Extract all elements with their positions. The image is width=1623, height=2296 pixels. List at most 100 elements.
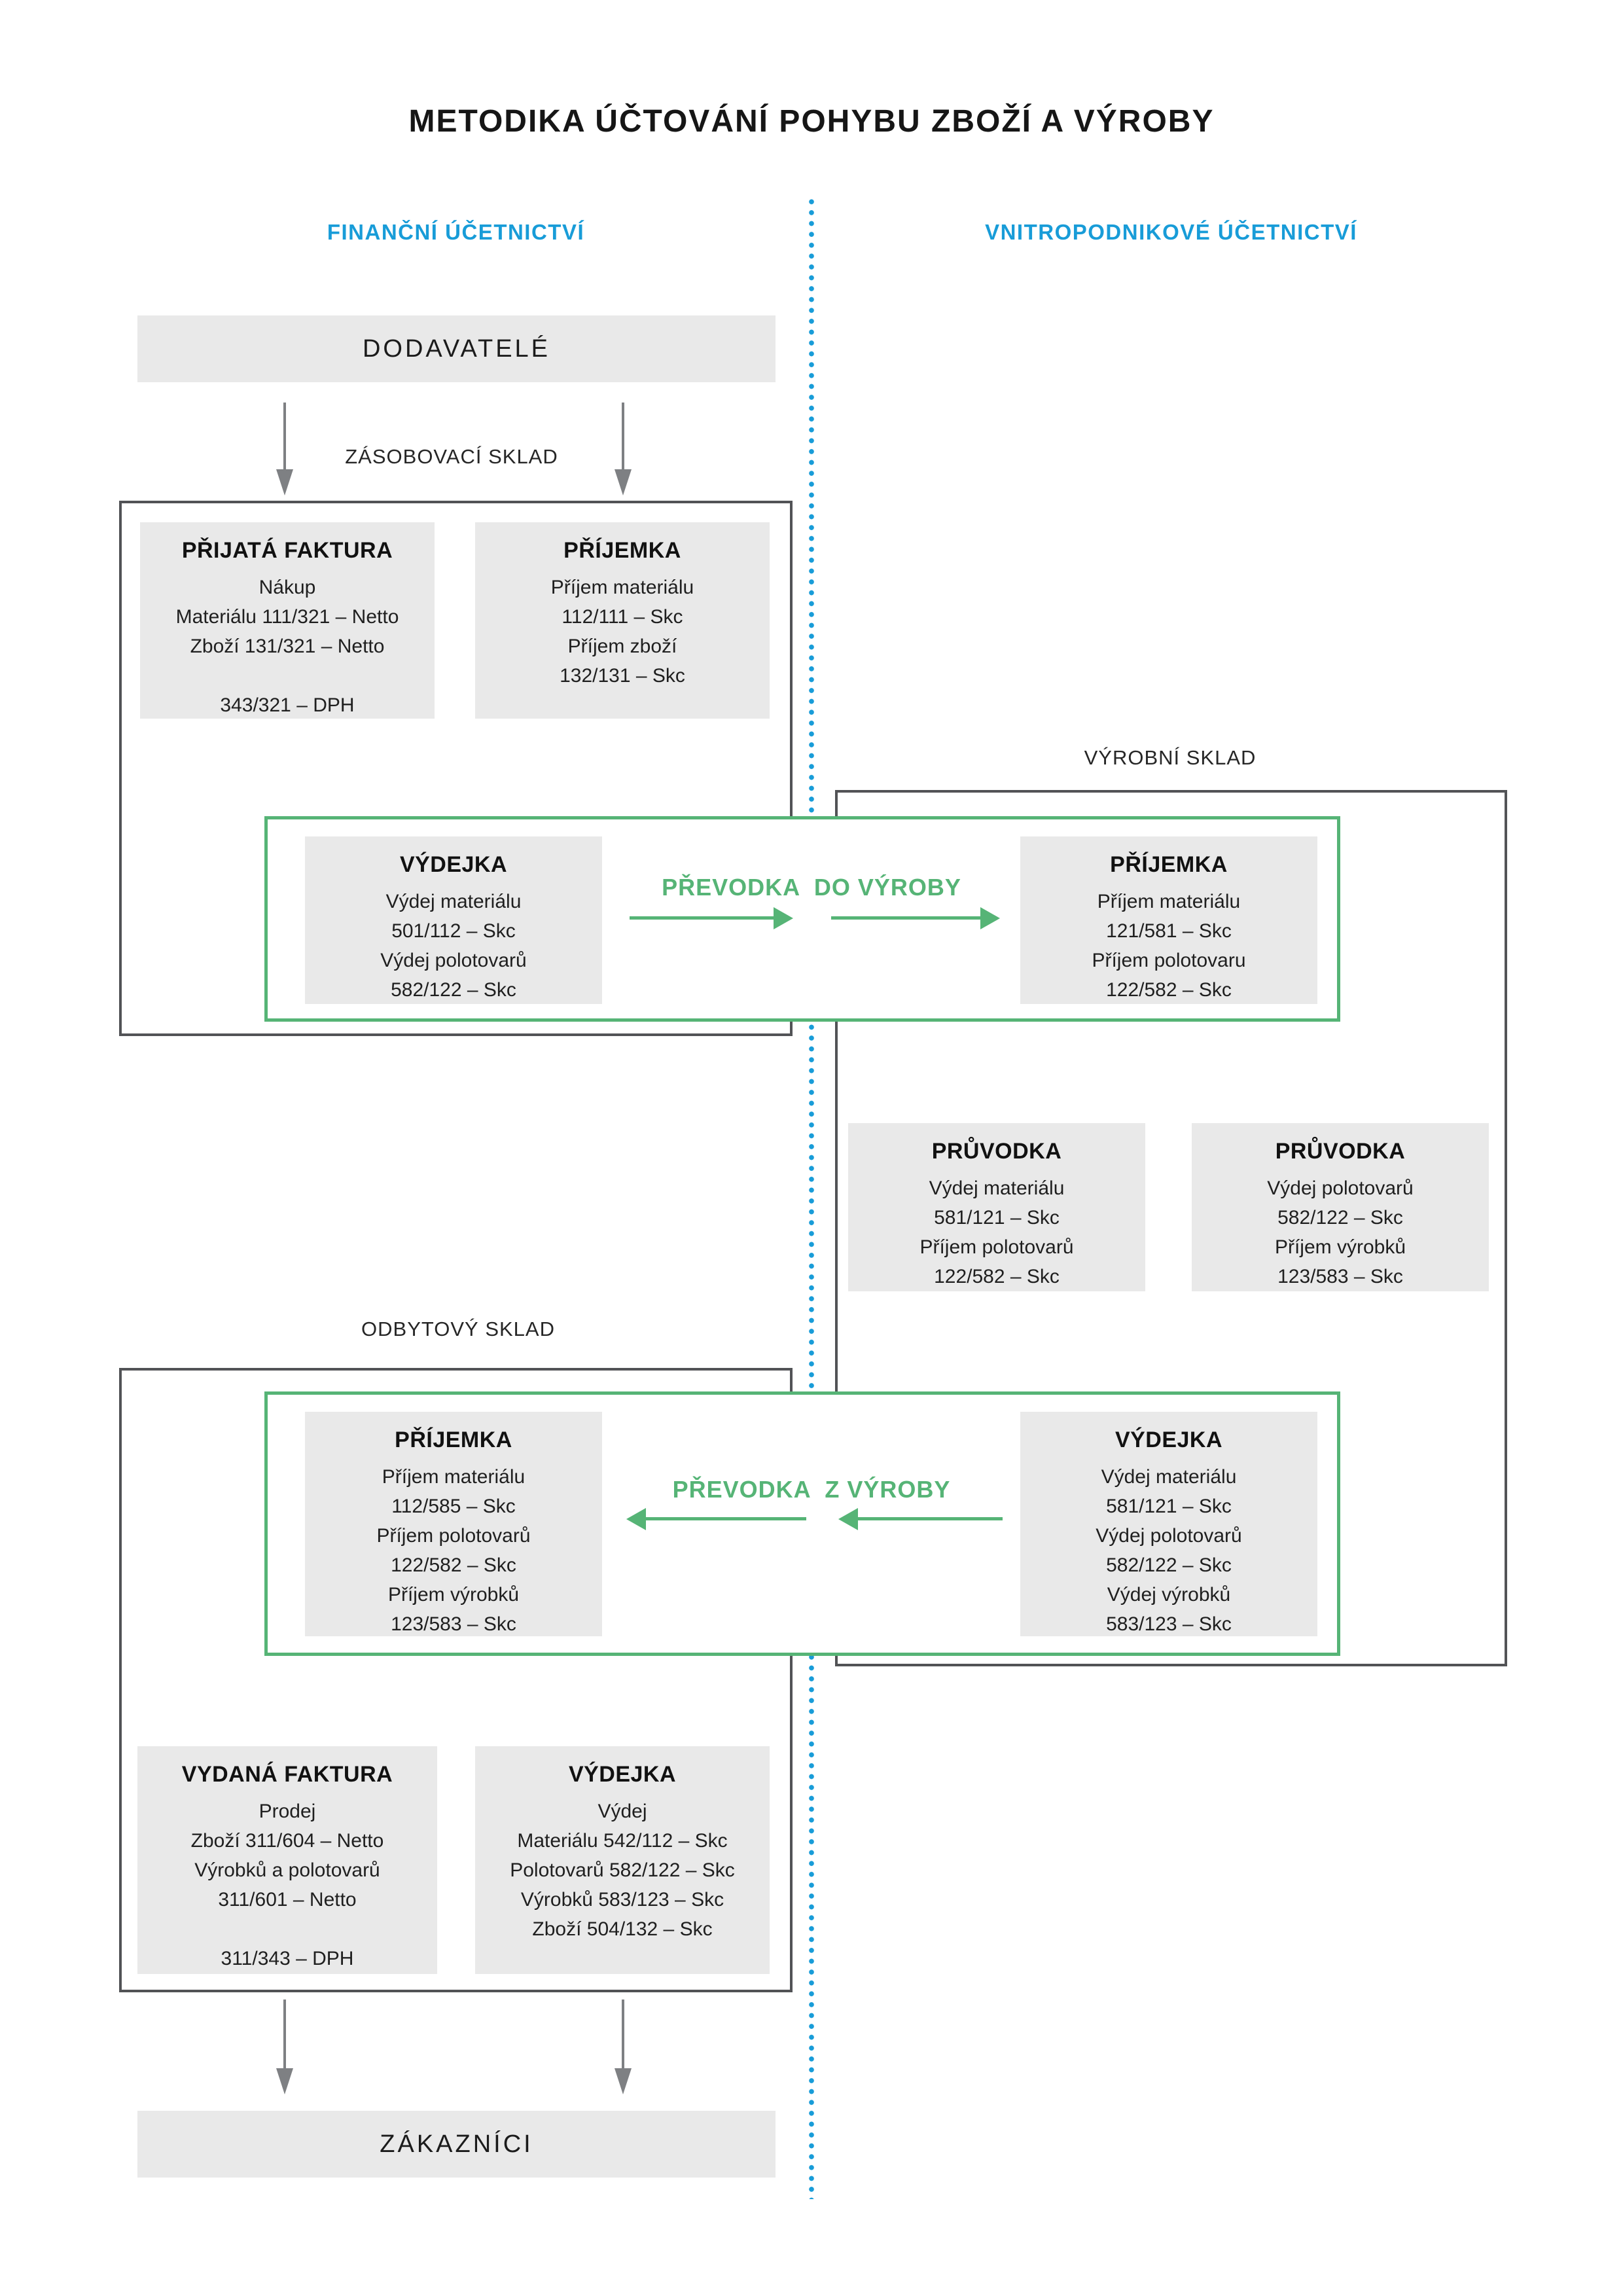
supply-warehouse-label: ZÁSOBOVACÍ SKLAD: [345, 445, 558, 468]
panel-line: Příjem polotovarů: [919, 1236, 1074, 1258]
supply-warehouse-box: [119, 501, 793, 1036]
panel-line: 132/131 – Skc: [560, 665, 685, 687]
panel-title: VYDANÁ FAKTURA: [181, 1762, 393, 1787]
panel-line: 122/582 – Skc: [1106, 979, 1232, 1001]
panel-line: Zboží 131/321 – Netto: [190, 636, 385, 657]
panel-title: PRŮVODKA: [1275, 1139, 1406, 1164]
panel-line: Příjem materiálu: [1097, 891, 1241, 912]
panel-line: 122/582 – Skc: [391, 1554, 516, 1576]
panel-line: Příjem polotovarů: [376, 1525, 531, 1547]
panel-line: Výrobků a polotovarů: [194, 1859, 380, 1881]
down-arrow-icon: [283, 2000, 286, 2068]
panel-line: Výdej materiálu: [385, 891, 522, 912]
panel-line: Příjem polotovaru: [1092, 950, 1246, 971]
customers-label: ZÁKAZNÍCI: [380, 2130, 533, 2158]
customers-bar: ZÁKAZNÍCI: [137, 2111, 776, 2178]
panel-line: 123/583 – Skc: [1277, 1266, 1403, 1287]
panel-line: Výdej polotovarů: [1267, 1177, 1414, 1199]
suppliers-bar: DODAVATELÉ: [137, 315, 776, 382]
panel-line: Polotovarů 582/122 – Skc: [510, 1859, 735, 1881]
panel-line: Příjem materiálu: [382, 1466, 526, 1488]
panel-line: Výdej výrobků: [1107, 1584, 1231, 1605]
transfer-to-production-label: PŘEVODKA DO VÝROBY: [662, 874, 961, 901]
panel-line: 582/122 – Skc: [1106, 1554, 1232, 1576]
panel-title: VÝDEJKA: [568, 1762, 677, 1787]
panel-title: VÝDEJKA: [399, 852, 508, 877]
panel-line: Výdej materiálu: [1101, 1466, 1237, 1488]
panel-line: 501/112 – Skc: [391, 920, 516, 942]
sales-warehouse-box: [119, 1368, 793, 1992]
panel-line: Materiálu 111/321 – Netto: [175, 606, 399, 628]
right-arrow-icon: [831, 916, 980, 920]
down-arrow-icon: [283, 403, 286, 469]
panel-line: 581/121 – Skc: [934, 1207, 1060, 1229]
panel-line: 311/601 – Netto: [218, 1889, 357, 1910]
column-header-financial-accounting: FINANČNÍ ÚČETNICTVÍ: [327, 220, 585, 244]
panel-title: PŘIJATÁ FAKTURA: [181, 538, 393, 563]
dotted-divider-line: [809, 196, 814, 2199]
panel-line: Příjem materiálu: [550, 577, 694, 598]
right-arrow-icon: [630, 916, 774, 920]
panel-line: Výrobků 583/123 – Skc: [520, 1889, 724, 1910]
panel-line: 582/122 – Skc: [1277, 1207, 1403, 1229]
panel-line: Příjem výrobků: [387, 1584, 520, 1605]
panel-line: 121/581 – Skc: [1106, 920, 1232, 942]
panel-line: Příjem výrobků: [1274, 1236, 1406, 1258]
panel-line: Výdej polotovarů: [1096, 1525, 1242, 1547]
panel-line: [176, 661, 399, 691]
panel-line: 581/121 – Skc: [1106, 1496, 1232, 1517]
column-header-internal-accounting: VNITROPODNIKOVÉ ÚČETNICTVÍ: [985, 220, 1357, 244]
panel-title: PRŮVODKA: [931, 1139, 1062, 1164]
suppliers-label: DODAVATELÉ: [362, 334, 551, 363]
panel-line: 311/343 – DPH: [221, 1948, 354, 1969]
panel-line: Příjem zboží: [567, 636, 677, 657]
page-title: METODIKA ÚČTOVÁNÍ POHYBU ZBOŽÍ A VÝROBY: [408, 104, 1215, 139]
transfer-from-production-label: PŘEVODKA Z VÝROBY: [672, 1476, 951, 1503]
panel-line: Zboží 311/604 – Netto: [190, 1830, 384, 1852]
panel-line: Nákup: [259, 577, 316, 598]
panel-line: 112/585 – Skc: [391, 1496, 516, 1517]
panel-line: 343/321 – DPH: [220, 694, 355, 716]
panel-line: Výdej polotovarů: [380, 950, 527, 971]
panel-line: Zboží 504/132 – Skc: [532, 1918, 713, 1940]
panel-title: PŘÍJEMKA: [563, 538, 681, 563]
panel-title: PŘÍJEMKA: [1110, 852, 1228, 877]
production-warehouse-label: VÝROBNÍ SKLAD: [1084, 746, 1257, 769]
down-arrow-icon: [622, 2000, 624, 2068]
panel-line: Materiálu 542/112 – Skc: [517, 1830, 728, 1852]
panel-title: PŘÍJEMKA: [395, 1427, 512, 1452]
production-warehouse-box: [835, 790, 1507, 1666]
panel-title: VÝDEJKA: [1115, 1427, 1223, 1452]
panel-line: 582/122 – Skc: [391, 979, 516, 1001]
panel-line: [191, 1914, 384, 1944]
panel-line: Výdej: [597, 1801, 647, 1822]
left-arrow-icon: [646, 1517, 806, 1520]
sales-warehouse-label: ODBYTOVÝ SKLAD: [361, 1318, 555, 1340]
down-arrow-icon: [622, 403, 624, 469]
panel-line: Prodej: [259, 1801, 316, 1822]
panel-line: 112/111 – Skc: [562, 606, 683, 628]
panel-line: Výdej materiálu: [929, 1177, 1065, 1199]
panel-line: 583/123 – Skc: [1106, 1613, 1232, 1635]
panel-line: 122/582 – Skc: [934, 1266, 1060, 1287]
